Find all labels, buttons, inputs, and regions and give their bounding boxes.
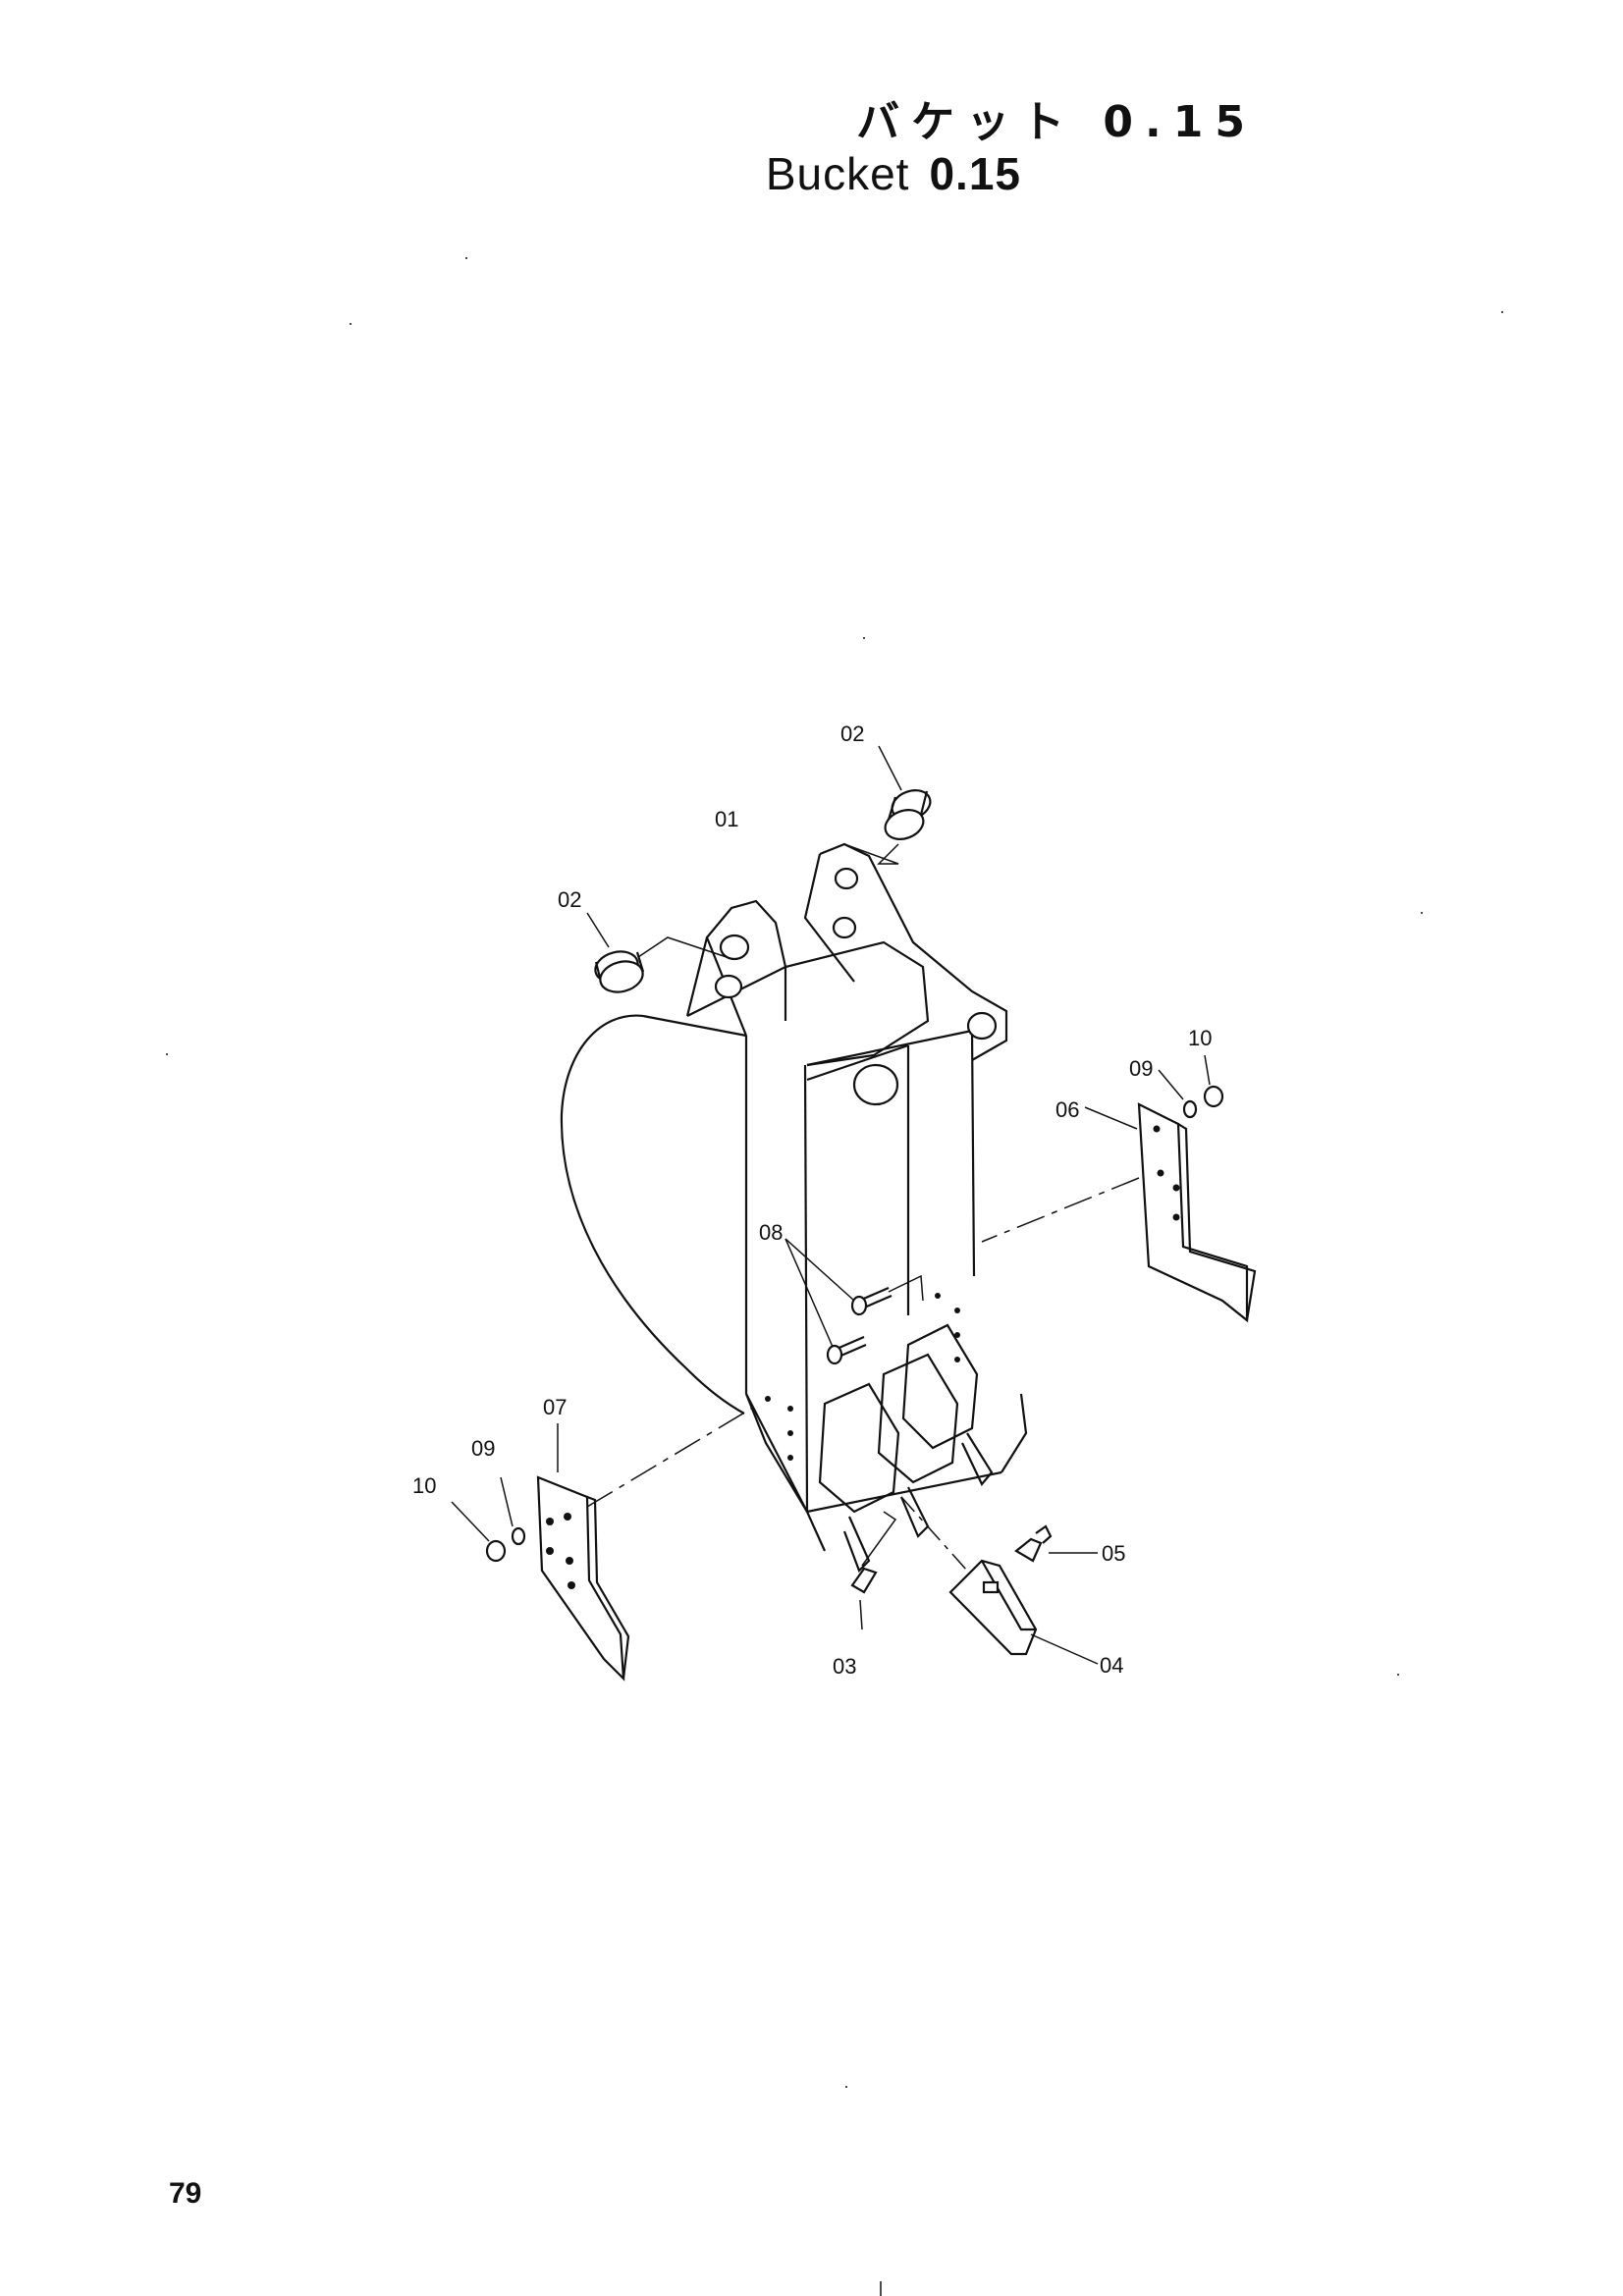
callout-02-right: 02: [840, 721, 864, 746]
callout-07: 07: [543, 1395, 567, 1419]
page-title-english: Bucket 0.15: [0, 147, 1021, 200]
part-03-04-05-tooth-parts: [850, 1496, 1099, 1665]
part-02-bushing-left: [586, 912, 728, 993]
part-09-10-left-hardware: [451, 1476, 526, 1563]
callout-05: 05: [1102, 1541, 1125, 1566]
part-09-10-right-hardware: [1158, 1054, 1224, 1119]
bucket-body: [560, 842, 1028, 1552]
callout-10-left: 10: [412, 1473, 436, 1498]
page-title-english-value: 0.15: [929, 148, 1021, 199]
callout-02-left: 02: [558, 887, 581, 912]
page-title-english-text: Bucket: [765, 148, 910, 199]
callout-03: 03: [833, 1654, 856, 1679]
callout-04: 04: [1100, 1653, 1123, 1678]
page-number: 79: [169, 2177, 202, 2210]
callout-10-right: 10: [1188, 1026, 1212, 1050]
callout-09-left: 09: [471, 1436, 495, 1461]
part-08-bolts: [784, 1238, 924, 1365]
page-title-japanese: バケット 0.15: [856, 97, 1257, 147]
callout-01: 01: [715, 807, 738, 831]
part-06-side-cutter-right: [981, 1102, 1257, 1323]
scan-specks: [166, 257, 1503, 2296]
callout-08: 08: [759, 1220, 783, 1245]
callout-06: 06: [1055, 1097, 1079, 1122]
part-02-bushing-right: [843, 745, 932, 865]
part-07-side-cutter-left: [536, 1408, 752, 1682]
callout-09-right: 09: [1129, 1056, 1153, 1081]
bucket-teeth-assembly: [818, 1323, 994, 1573]
